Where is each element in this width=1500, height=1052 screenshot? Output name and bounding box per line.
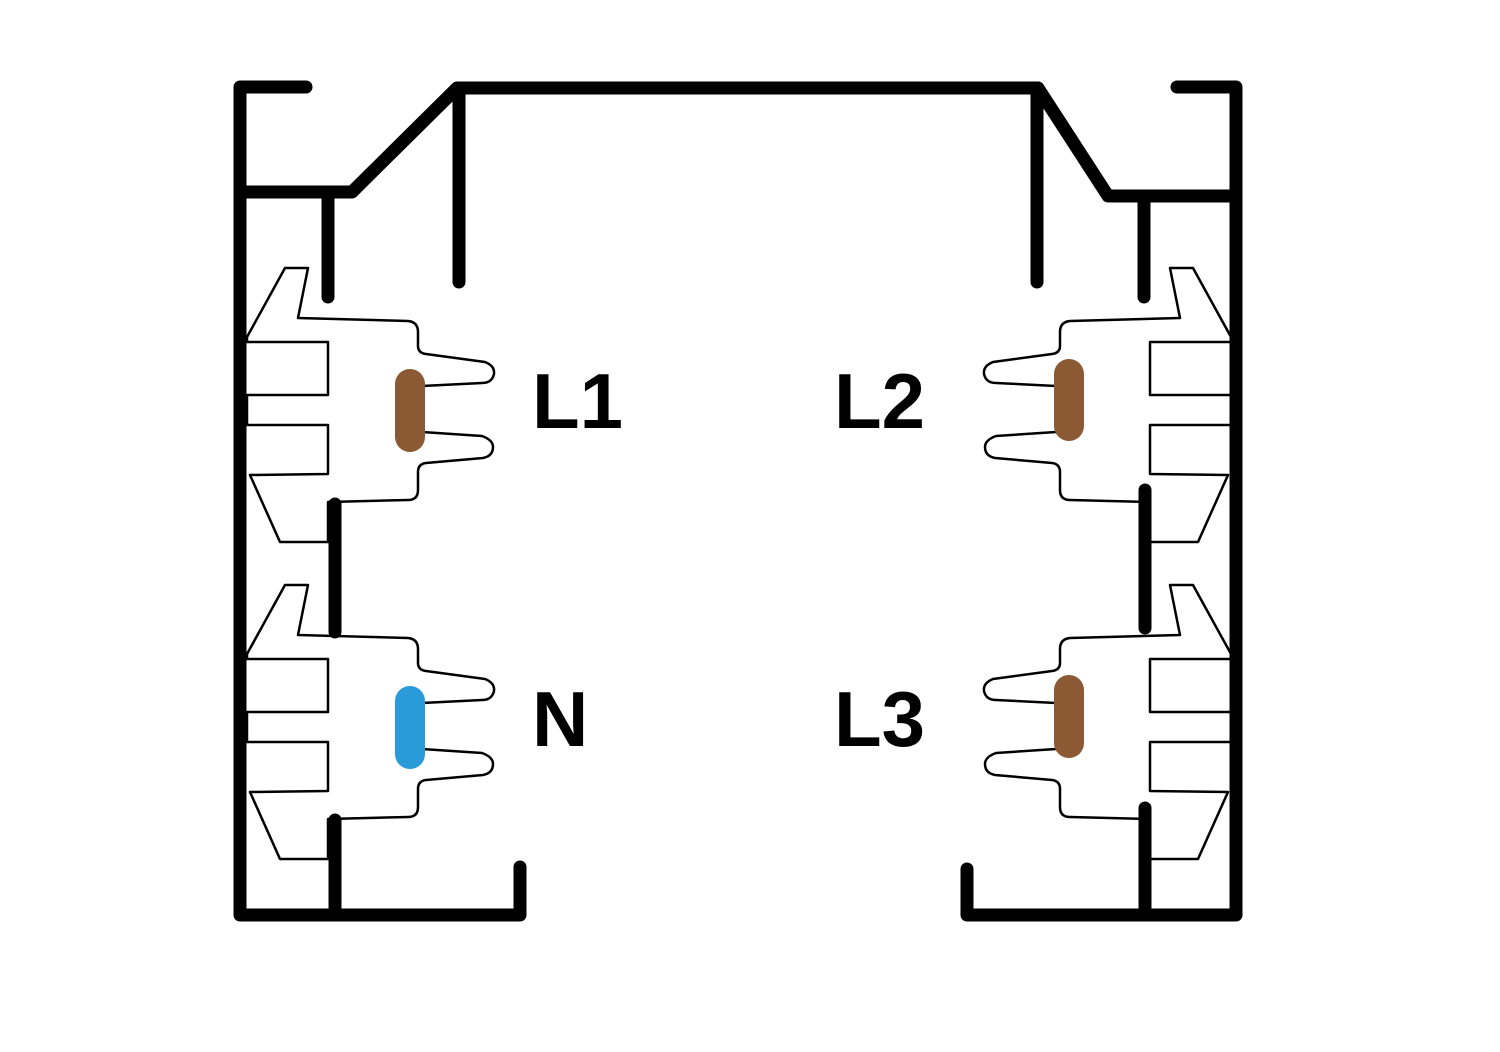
connector-clip-n xyxy=(245,583,496,861)
connector-clip-l1 xyxy=(245,266,496,544)
right-outer-wall xyxy=(960,80,1243,922)
left-outer-wall xyxy=(233,80,527,922)
label-n: N xyxy=(532,675,588,763)
connector-clip-l3 xyxy=(982,583,1233,861)
label-l1: L1 xyxy=(532,357,623,445)
track-profile-outline xyxy=(233,80,1243,922)
label-l2: L2 xyxy=(834,357,925,445)
connector-clip-l2 xyxy=(982,266,1233,544)
top-channel-outline xyxy=(236,81,1239,203)
label-l3: L3 xyxy=(834,675,925,763)
